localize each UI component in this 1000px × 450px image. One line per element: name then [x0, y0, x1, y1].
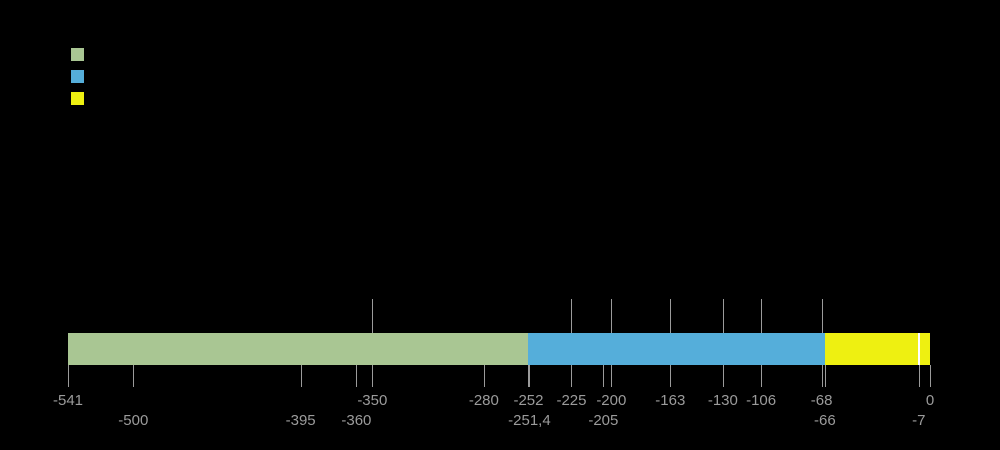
axis-tick [300, 365, 302, 387]
event-tick [761, 299, 763, 333]
axis-label: -251,4 [508, 412, 551, 429]
axis-tick [529, 365, 531, 387]
axis-label: -500 [118, 412, 149, 429]
axis-label: -541 [52, 392, 84, 409]
axis-tick [821, 365, 823, 387]
axis-label: -66 [813, 412, 836, 429]
axis-tick [930, 365, 931, 387]
event-tick [670, 299, 672, 333]
event-tick [722, 299, 724, 333]
axis-label: -360 [341, 412, 372, 429]
axis-label: -163 [655, 392, 686, 409]
axis-tick [68, 365, 69, 387]
bar-segment-1 [68, 333, 529, 365]
marker-line [917, 333, 920, 365]
event-tick [571, 299, 573, 333]
legend-swatch-yellow [71, 92, 84, 105]
axis-tick [571, 365, 573, 387]
axis-tick [761, 365, 763, 387]
axis-label: -68 [810, 392, 833, 409]
axis-tick [824, 365, 826, 387]
axis-tick [603, 365, 605, 387]
event-tick [821, 299, 823, 333]
axis-label: -7 [912, 412, 926, 429]
axis-label: -130 [707, 392, 738, 409]
axis-tick [722, 365, 724, 387]
event-tick [611, 299, 613, 333]
axis-label: -106 [746, 392, 777, 409]
axis-label: -225 [556, 392, 587, 409]
axis-label: -205 [588, 412, 619, 429]
axis-tick [670, 365, 672, 387]
axis-label: -395 [285, 412, 316, 429]
timeline-bar [68, 333, 930, 365]
legend-swatch-blue [71, 70, 84, 83]
legend-swatch-green [71, 48, 84, 61]
axis-tick [528, 365, 530, 387]
axis-label: -252 [513, 392, 544, 409]
axis-tick [372, 365, 374, 387]
legend [71, 48, 84, 105]
axis-label: 0 [925, 392, 935, 409]
bar-segment-2 [528, 333, 825, 365]
axis-tick [483, 365, 485, 387]
axis-label: -200 [596, 392, 627, 409]
axis-label: -350 [357, 392, 388, 409]
axis-tick [356, 365, 358, 387]
axis-label: -280 [468, 392, 499, 409]
axis-tick [918, 365, 920, 387]
bar-segment-3 [824, 333, 930, 365]
plot-area: -541-500-395-360-350-280-252-251,4-225-2… [53, 0, 934, 450]
event-tick [372, 299, 374, 333]
axis-tick [611, 365, 613, 387]
axis-tick [133, 365, 135, 387]
